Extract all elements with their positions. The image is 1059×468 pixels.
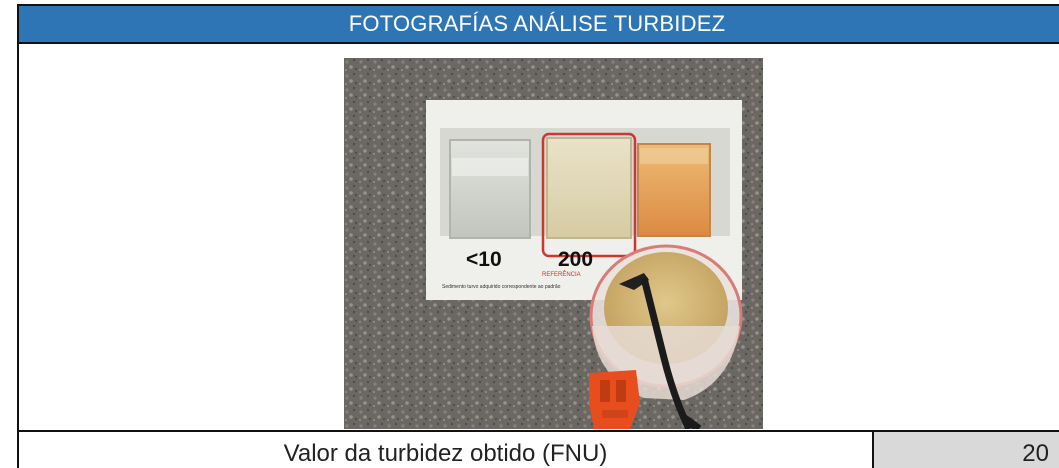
result-label: Valor da turbidez obtido (FNU) <box>19 432 874 468</box>
beaker-medium <box>541 132 637 258</box>
result-row: Valor da turbidez obtido (FNU) 20 <box>19 432 1059 468</box>
turbidity-report-table: FOTOGRAFÍAS ANÁLISE TURBIDEZ <box>17 4 1059 468</box>
turbidity-photo: <10 200 REFERÊNCIA Sedimento turvo adqui… <box>344 58 763 429</box>
photo-cell: <10 200 REFERÊNCIA Sedimento turvo adqui… <box>19 44 1059 432</box>
header-title: FOTOGRAFÍAS ANÁLISE TURBIDEZ <box>348 11 726 36</box>
beaker-clear <box>449 139 531 239</box>
table-header: FOTOGRAFÍAS ANÁLISE TURBIDEZ <box>19 6 1059 44</box>
card-label-low: <10 <box>466 248 502 271</box>
card-caption-small: REFERÊNCIA <box>542 270 581 278</box>
beaker-orange <box>637 143 711 237</box>
orange-clip <box>589 370 640 429</box>
card-footnote: Sedimento turvo adquirido correspondente… <box>442 284 561 290</box>
reference-card: <10 200 REFERÊNCIA Sedimento turvo adqui… <box>426 100 742 300</box>
card-label-medium: 200 <box>558 248 593 271</box>
photo-illustration: <10 200 REFERÊNCIA Sedimento turvo adqui… <box>344 58 763 429</box>
result-value: 20 <box>874 432 1059 468</box>
